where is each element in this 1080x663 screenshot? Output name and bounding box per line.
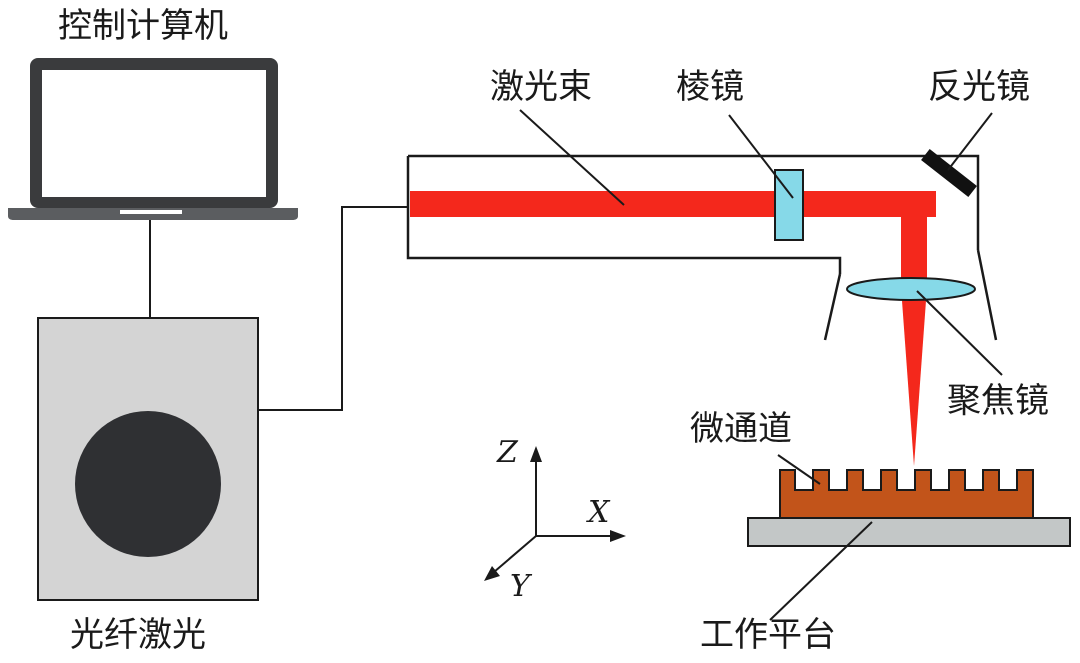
axis-label-z: Z xyxy=(496,435,519,470)
x-axis-arrow xyxy=(610,530,626,542)
leader-work-platform xyxy=(769,521,873,621)
leader-focus-lens xyxy=(916,290,1003,376)
housing-bottom-wall xyxy=(406,156,842,274)
axis-label-x: X xyxy=(586,495,611,530)
focusing-lens xyxy=(846,277,976,301)
label-computer: 控制计算机 xyxy=(58,6,228,46)
laser-beam-horizontal xyxy=(410,191,936,217)
nozzle-left-wall xyxy=(823,273,842,341)
nozzle-right-wall xyxy=(976,249,998,341)
reflective-mirror xyxy=(921,149,977,197)
label-prism: 棱镜 xyxy=(676,67,744,107)
laptop-icon xyxy=(8,58,298,220)
work-platform xyxy=(747,517,1071,547)
laptop-trackpad-slot xyxy=(120,210,182,214)
fiber-cable xyxy=(258,206,408,411)
laptop-screen xyxy=(42,70,266,197)
axis-label-y: Y xyxy=(510,569,533,604)
label-fiber-laser: 光纤激光 xyxy=(70,615,206,655)
leader-mirror xyxy=(947,112,993,171)
laser-beam-focused xyxy=(901,287,927,466)
prism xyxy=(774,169,804,241)
y-axis-line xyxy=(493,535,537,573)
z-axis-arrow xyxy=(530,446,542,462)
label-laser-beam: 激光束 xyxy=(490,67,592,107)
label-micro-channel: 微通道 xyxy=(690,409,792,449)
workpiece-micro-channels xyxy=(779,469,1034,519)
label-work-platform: 工作平台 xyxy=(700,615,836,655)
laser-aperture xyxy=(75,411,221,557)
leader-laser-beam xyxy=(519,109,625,206)
label-focus-lens: 聚焦镜 xyxy=(947,381,1049,421)
label-mirror: 反光镜 xyxy=(928,67,1030,107)
coordinate-axes xyxy=(484,446,626,581)
y-axis-arrow xyxy=(484,566,500,581)
laser-beam-vertical xyxy=(901,191,927,287)
leader-prism xyxy=(728,114,794,199)
housing-top-wall xyxy=(408,154,980,250)
leader-micro-channel xyxy=(777,454,821,485)
